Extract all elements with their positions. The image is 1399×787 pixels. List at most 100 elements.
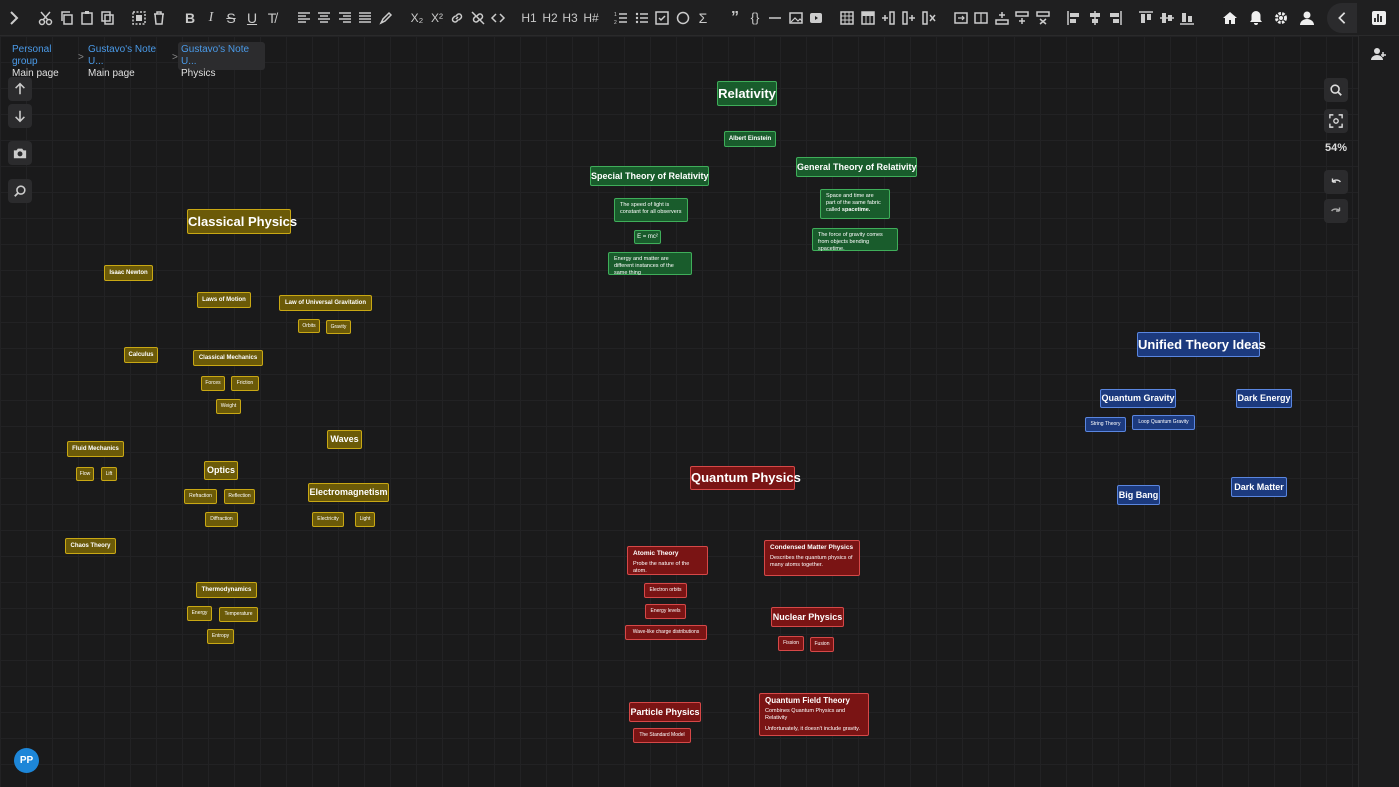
user-icon[interactable]	[1298, 9, 1316, 27]
node-relativity[interactable]: Relativity	[717, 81, 777, 106]
mindmap-canvas[interactable]	[0, 36, 1358, 787]
code-icon[interactable]	[490, 9, 506, 27]
node-universal-gravitation[interactable]: Law of Universal Gravitation	[279, 295, 372, 311]
node-quantum-physics[interactable]: Quantum Physics	[690, 466, 801, 490]
home-icon[interactable]	[1221, 9, 1239, 27]
breadcrumb-item-notes[interactable]: Gustavo's Note U... Main page	[85, 42, 171, 79]
node-orbits[interactable]: Orbits	[298, 319, 320, 333]
node-diffraction[interactable]: Diffraction	[205, 512, 238, 527]
node-laws-of-motion[interactable]: Laws of Motion	[197, 292, 251, 308]
undo-button[interactable]	[1324, 170, 1348, 194]
node-general-relativity[interactable]: General Theory of Relativity	[796, 157, 917, 177]
settings-icon[interactable]	[1272, 9, 1290, 27]
breadcrumb-item-physics[interactable]: Gustavo's Note U... Physics	[178, 42, 265, 79]
move-up-button[interactable]	[8, 77, 32, 101]
expand-sidebar-icon[interactable]	[6, 9, 22, 27]
node-classical-physics[interactable]: Classical Physics	[187, 209, 297, 234]
node-unified-theory[interactable]: Unified Theory Ideas	[1137, 332, 1266, 357]
checklist-icon[interactable]	[654, 9, 670, 27]
delete-row-icon[interactable]	[1035, 9, 1051, 27]
bold-icon[interactable]: B	[184, 10, 196, 26]
paste-icon[interactable]	[79, 9, 95, 27]
align-items-bottom-icon[interactable]	[1179, 9, 1195, 27]
node-reflection[interactable]: Reflection	[224, 489, 255, 504]
node-waves[interactable]: Waves	[327, 430, 362, 449]
node-dark-energy[interactable]: Dark Energy	[1236, 389, 1292, 408]
node-electromagnetism[interactable]: Electromagnetism	[308, 483, 389, 502]
node-forces[interactable]: Forces	[201, 376, 225, 391]
node-spacetime-fabric[interactable]: Space and time are part of the same fabr…	[820, 189, 890, 219]
heading-custom-button[interactable]: H#	[583, 11, 599, 25]
breadcrumb-page[interactable]: Main page	[88, 68, 135, 79]
align-right-icon[interactable]	[337, 9, 353, 27]
add-column-after-icon[interactable]	[901, 9, 917, 27]
node-albert-einstein[interactable]: Albert Einstein	[724, 131, 776, 147]
bullet-list-icon[interactable]	[634, 9, 650, 27]
unlink-icon[interactable]	[470, 9, 486, 27]
share-user-icon[interactable]	[1371, 46, 1389, 64]
quote-icon[interactable]: ”	[731, 9, 739, 26]
zoom-in-button[interactable]	[1324, 78, 1348, 102]
chart-panel-icon[interactable]	[1370, 9, 1388, 27]
node-fusion[interactable]: Fusion	[810, 637, 834, 652]
delete-icon[interactable]	[151, 9, 167, 27]
node-refraction[interactable]: Refraction	[184, 489, 217, 504]
video-icon[interactable]	[808, 9, 824, 27]
merge-cells-icon[interactable]	[953, 9, 969, 27]
user-avatar[interactable]: PP	[14, 748, 39, 773]
divider-icon[interactable]	[767, 9, 783, 27]
breadcrumb-group[interactable]: Gustavo's Note U...	[88, 44, 157, 67]
node-classical-mechanics[interactable]: Classical Mechanics	[193, 350, 263, 366]
node-electricity[interactable]: Electricity	[312, 512, 344, 527]
collapse-panel-button[interactable]	[1327, 3, 1357, 33]
align-items-left-icon[interactable]	[1066, 9, 1082, 27]
clear-format-icon[interactable]: T̸	[267, 10, 277, 26]
node-energy-matter[interactable]: Energy and matter are different instance…	[608, 252, 692, 276]
node-energy-levels[interactable]: Energy levels	[645, 604, 686, 619]
align-items-top-icon[interactable]	[1138, 9, 1154, 27]
node-loop-quantum-gravity[interactable]: Loop Quantum Gravity	[1132, 415, 1195, 430]
redo-button[interactable]	[1324, 199, 1348, 223]
table-icon[interactable]	[839, 9, 855, 27]
fit-view-button[interactable]	[1324, 109, 1348, 133]
underline-icon[interactable]: U	[246, 10, 258, 26]
sum-icon[interactable]: Σ	[698, 10, 708, 26]
split-cells-icon[interactable]	[973, 9, 989, 27]
paste-plain-icon[interactable]	[100, 9, 116, 27]
delete-column-icon[interactable]	[921, 9, 937, 27]
node-friction[interactable]: Friction	[231, 376, 259, 391]
heading1-button[interactable]: H1	[521, 11, 537, 25]
node-emc2[interactable]: E = mc²	[634, 230, 661, 244]
align-justify-icon[interactable]	[357, 9, 373, 27]
node-special-relativity[interactable]: Special Theory of Relativity	[590, 166, 709, 186]
code-block-icon[interactable]: {}	[750, 10, 760, 25]
circle-icon[interactable]	[675, 9, 691, 27]
find-button[interactable]	[8, 179, 32, 203]
highlight-icon[interactable]	[378, 9, 394, 27]
add-row-icon[interactable]	[994, 9, 1010, 27]
node-flow[interactable]: Flow	[76, 467, 94, 481]
node-nuclear-physics[interactable]: Nuclear Physics	[771, 607, 844, 627]
node-condensed-matter[interactable]: Condensed Matter Physics Describes the q…	[764, 540, 860, 576]
node-dark-matter[interactable]: Dark Matter	[1231, 477, 1287, 497]
node-entropy[interactable]: Entropy	[207, 629, 234, 644]
node-temperature[interactable]: Temperature	[219, 607, 258, 622]
node-string-theory[interactable]: String Theory	[1085, 417, 1126, 432]
node-optics[interactable]: Optics	[204, 461, 238, 480]
table-header-icon[interactable]	[860, 9, 876, 27]
align-items-center-icon[interactable]	[1087, 9, 1103, 27]
align-center-icon[interactable]	[316, 9, 332, 27]
copy-icon[interactable]	[59, 9, 75, 27]
notifications-icon[interactable]	[1247, 9, 1265, 27]
node-chaos-theory[interactable]: Chaos Theory	[65, 538, 116, 554]
add-row-below-icon[interactable]	[1014, 9, 1030, 27]
node-weight[interactable]: Weight	[216, 399, 241, 414]
select-all-icon[interactable]	[131, 9, 147, 27]
breadcrumb-page[interactable]: Physics	[181, 68, 216, 79]
node-standard-model[interactable]: The Standard Model	[633, 728, 691, 743]
italic-icon[interactable]: I	[208, 10, 214, 25]
node-electron-orbits[interactable]: Electron orbits	[644, 583, 687, 598]
node-particle-physics[interactable]: Particle Physics	[629, 702, 701, 722]
node-gravity[interactable]: Gravity	[326, 320, 351, 334]
